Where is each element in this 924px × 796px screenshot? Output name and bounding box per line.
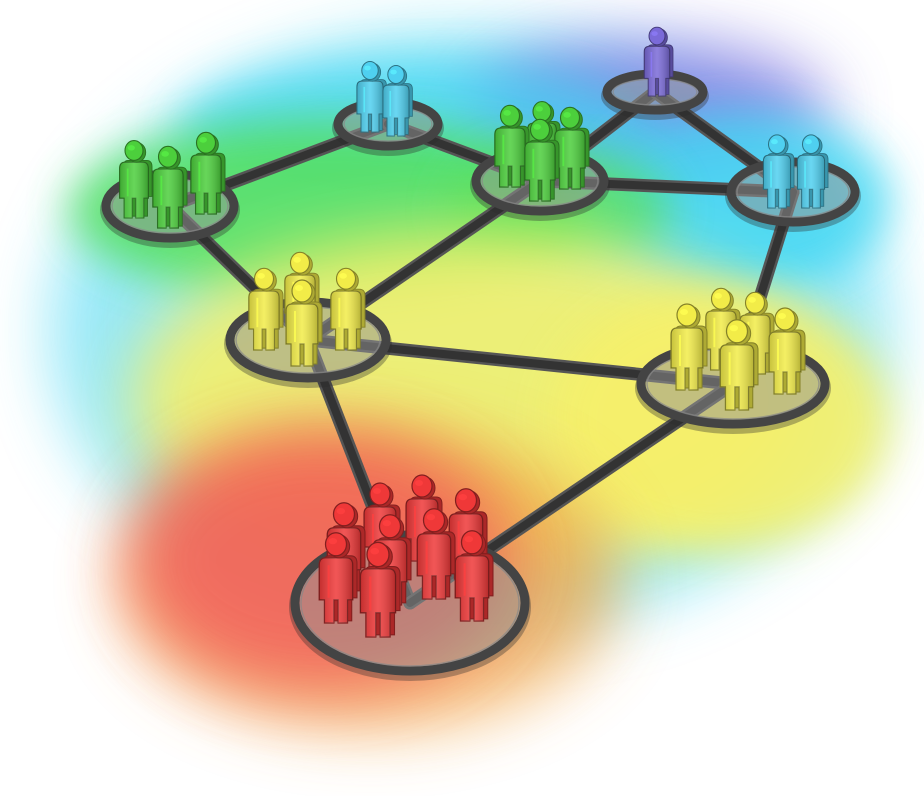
node-green-left bbox=[100, 131, 240, 248]
person-icon bbox=[318, 532, 358, 624]
person-icon bbox=[285, 279, 323, 367]
edge-core-green-left-yellow-left bbox=[166, 202, 312, 344]
person-icon bbox=[382, 64, 413, 137]
person-icon bbox=[454, 530, 494, 622]
node-purple-top bbox=[601, 26, 709, 120]
person-icon bbox=[356, 60, 387, 133]
node-layer bbox=[100, 26, 861, 681]
person-icon bbox=[554, 106, 590, 190]
person-icon bbox=[330, 267, 366, 351]
person-icon bbox=[359, 541, 401, 638]
person-icon bbox=[643, 26, 674, 97]
person-icon bbox=[152, 145, 188, 229]
node-red-bottom bbox=[289, 474, 531, 681]
person-icon bbox=[719, 319, 759, 411]
person-icon bbox=[248, 267, 284, 351]
person-icon bbox=[762, 134, 795, 209]
person-icon bbox=[524, 118, 560, 202]
node-cyan-top bbox=[332, 60, 444, 156]
person-icon bbox=[494, 104, 530, 188]
node-green-center bbox=[470, 101, 610, 221]
person-icon bbox=[796, 134, 829, 209]
node-yellow-right bbox=[635, 287, 831, 434]
node-yellow-left bbox=[224, 251, 392, 388]
person-icon bbox=[119, 140, 153, 219]
person-icon bbox=[416, 508, 456, 600]
person-icon bbox=[670, 303, 708, 391]
person-icon bbox=[190, 131, 226, 215]
person-icon bbox=[768, 307, 806, 395]
node-cyan-right bbox=[725, 134, 861, 232]
